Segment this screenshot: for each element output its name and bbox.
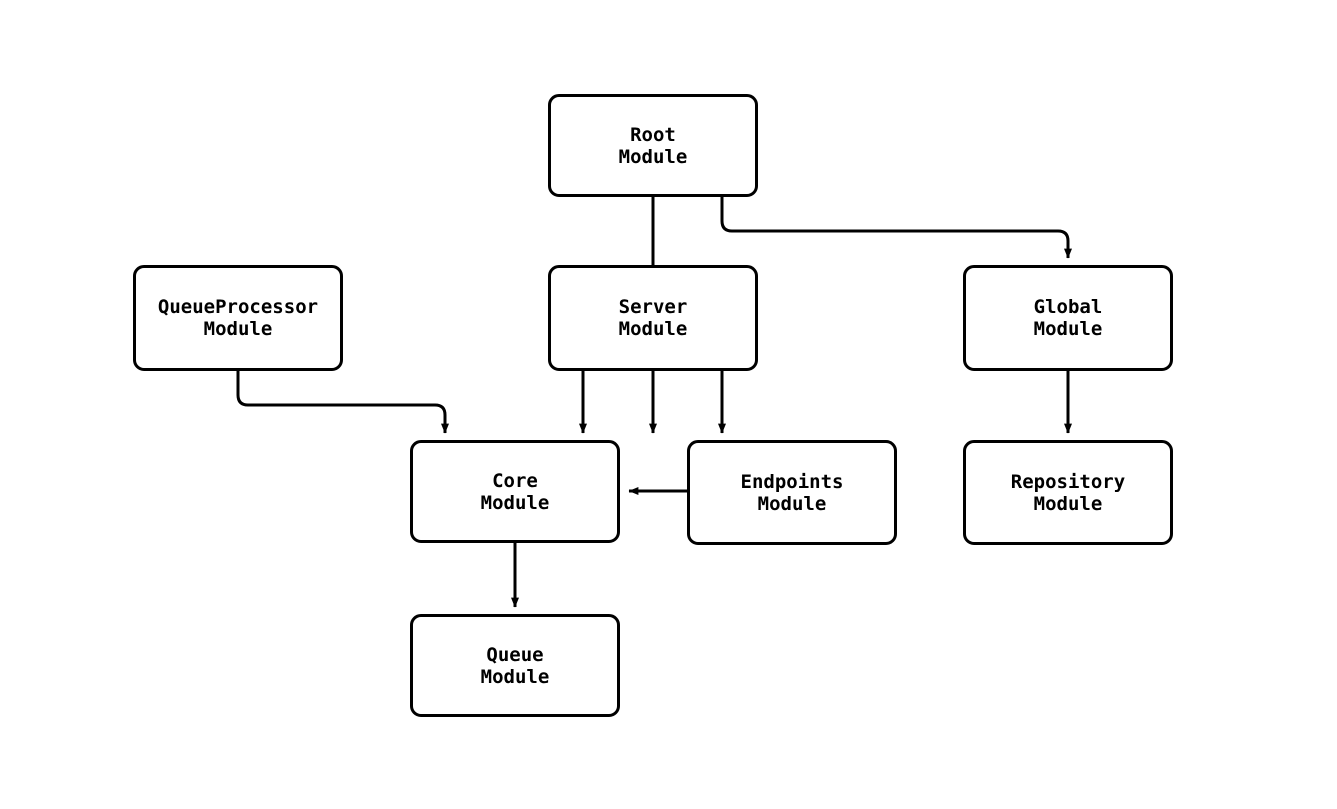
node-repository-module-label: Repository Module [1010, 470, 1126, 515]
node-queueprocessor-module-label: QueueProcessor Module [157, 296, 319, 340]
node-server-module-label: Server Module [618, 296, 688, 340]
node-queue-module-label: Queue Module [480, 643, 550, 688]
node-queue-module[interactable]: Queue Module [410, 614, 620, 717]
edge-root-global [720, 197, 1072, 259]
node-core-module-label: Core Module [480, 469, 550, 514]
node-core-module[interactable]: Core Module [410, 440, 620, 543]
node-global-module-label: Global Module [1033, 296, 1103, 340]
node-root-module-label: Root Module [618, 123, 688, 168]
node-endpoints-module[interactable]: Endpoints Module [687, 440, 897, 545]
node-endpoints-module-label: Endpoints Module [740, 470, 844, 515]
node-queueprocessor-module[interactable]: QueueProcessor Module [133, 265, 343, 371]
edge-queueprocessor-core [236, 371, 449, 434]
node-server-module[interactable]: Server Module [548, 265, 758, 371]
node-global-module[interactable]: Global Module [963, 265, 1173, 371]
node-root-module[interactable]: Root Module [548, 94, 758, 197]
node-repository-module[interactable]: Repository Module [963, 440, 1173, 545]
